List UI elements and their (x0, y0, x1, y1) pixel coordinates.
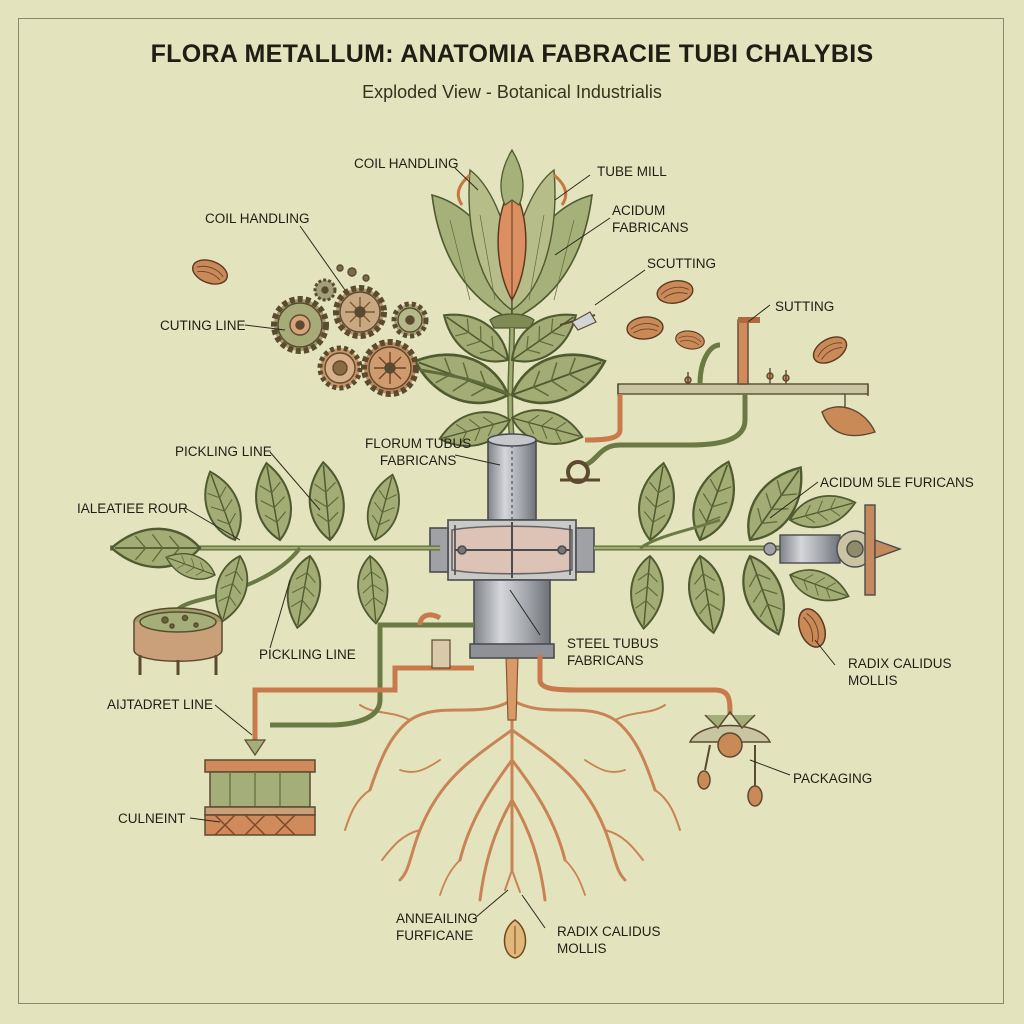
label-steel-tubus: STEEL TUBUS FABRICANS (567, 636, 659, 668)
left-branch (109, 459, 440, 632)
label-florum-tubus: FLORUM TUBUS FABRICANS (365, 436, 472, 468)
label-scutting: SCUTTING (647, 256, 716, 271)
label-radix-right: RADIX CALIDUS MOLLIS (848, 656, 952, 688)
seed-sutting (808, 330, 852, 370)
label-ialeatiee-rour: IALEATIEE ROUR (77, 501, 188, 516)
label-tube-mill: TUBE MILL (597, 164, 667, 179)
label-packaging: PACKAGING (793, 771, 873, 786)
seed-pod-bottom (503, 919, 527, 959)
label-coil-handling-top: COIL HANDLING (354, 156, 459, 171)
seed-right (793, 604, 831, 652)
label-acidum-fabricans: ACIDUM FABRICANS (612, 203, 689, 235)
root-system (344, 653, 681, 902)
leader-lines (184, 167, 836, 929)
scutting-nozzle (559, 311, 597, 331)
seed-scutting-2 (625, 314, 665, 342)
border-frame (18, 18, 1004, 1004)
diagram-subtitle: Exploded View - Botanical Industrialis (362, 82, 662, 102)
gear-cluster (271, 264, 429, 397)
valve-connector (560, 460, 600, 484)
culneint-box (204, 759, 316, 836)
label-coil-handling-left: COIL HANDLING (205, 211, 310, 226)
seed-top-left (188, 254, 232, 290)
label-sutting: SUTTING (775, 299, 835, 314)
lower-left-pipes (243, 612, 474, 757)
label-pickling-line-top: PICKLING LINE (175, 444, 272, 459)
flower-bud (431, 148, 593, 329)
diagram-title: FLORA METALLUM: ANATOMIA FABRACIE TUBI C… (150, 40, 874, 68)
label-cuting-line: CUTING LINE (160, 318, 246, 333)
label-pickling-line-bottom: PICKLING LINE (259, 647, 356, 662)
label-annealing: ANNEAILING FURFICANE (396, 911, 478, 943)
central-steel-tube (429, 433, 595, 659)
pipe-rack (583, 317, 876, 468)
right-valve-assembly (763, 504, 903, 596)
seed-scutting-1 (654, 277, 696, 307)
pickling-tank (133, 607, 223, 675)
packaging-unit (537, 655, 772, 807)
label-aijtadret-line: AIJTADRET LINE (107, 697, 214, 712)
label-radix-bottom: RADIX CALIDUS MOLLIS (557, 924, 661, 956)
label-acidum-sle: ACIDUM 5LE FURICANS (820, 475, 974, 490)
label-culneint: CULNEINT (118, 811, 186, 826)
seed-small (673, 328, 707, 352)
